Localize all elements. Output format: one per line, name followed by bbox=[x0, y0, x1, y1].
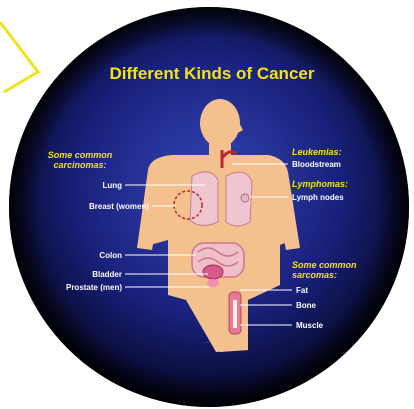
lymphomas-heading: Lymphomas: bbox=[292, 179, 348, 189]
thigh-tissue bbox=[229, 292, 241, 334]
leukemias-heading: Leukemias: bbox=[292, 147, 342, 157]
label-bladder: Bladder bbox=[92, 270, 122, 279]
carcinomas-heading-line1: Some common bbox=[48, 150, 113, 160]
label-fat: Fat bbox=[296, 286, 308, 295]
sarcomas-heading-line1: Some common bbox=[292, 260, 357, 270]
yellow-arrow-icon bbox=[0, 22, 38, 92]
bladder bbox=[203, 265, 223, 279]
label-bone: Bone bbox=[296, 301, 317, 310]
label-prostate: Prostate (men) bbox=[66, 283, 122, 292]
label-lymph-nodes: Lymph nodes bbox=[292, 193, 344, 202]
diagram-title: Different Kinds of Cancer bbox=[110, 64, 315, 83]
label-lung: Lung bbox=[102, 181, 122, 190]
label-bloodstream: Bloodstream bbox=[292, 160, 341, 169]
prostate bbox=[207, 279, 219, 287]
sarcomas-heading-line2: sarcomas: bbox=[292, 270, 337, 280]
label-muscle: Muscle bbox=[296, 321, 324, 330]
lymph-node bbox=[241, 194, 249, 202]
svg-text:..........: .......... bbox=[202, 339, 213, 344]
label-colon: Colon bbox=[99, 251, 122, 260]
carcinomas-heading-line2: carcinomas: bbox=[53, 160, 106, 170]
label-breast: Breast (women) bbox=[89, 202, 149, 211]
